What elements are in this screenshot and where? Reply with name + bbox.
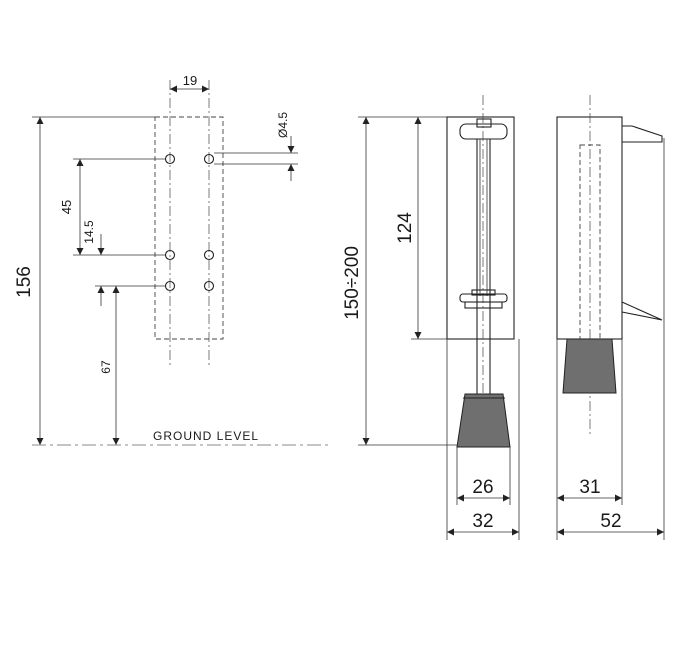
side-body xyxy=(556,116,623,340)
top-spring-arm xyxy=(622,125,663,143)
hole-diameter-label: Ø4.5 xyxy=(276,112,290,138)
hole-offset-label: 14.5 xyxy=(82,220,96,244)
rod-collar-ring xyxy=(471,289,496,296)
mounting-hole xyxy=(203,249,215,261)
foot-width-label: 26 xyxy=(472,477,493,498)
mounting-hole xyxy=(164,280,176,292)
mounting-hole xyxy=(164,153,176,165)
mounting-plate xyxy=(154,116,224,340)
total-height-label: 156 xyxy=(14,266,35,298)
mounting-hole xyxy=(164,249,176,261)
lower-bracket xyxy=(621,301,663,321)
front-width-label: 32 xyxy=(472,511,493,532)
mounting-hole xyxy=(203,153,215,165)
side-width-label: 52 xyxy=(600,511,621,532)
mounting-hole xyxy=(203,280,215,292)
floor-to-hole-label: 67 xyxy=(99,360,113,374)
top-cap-notch xyxy=(476,118,492,128)
side-view: 31 52 xyxy=(556,95,665,540)
adjust-range-label: 150÷200 xyxy=(342,246,363,320)
hole-spacing-label: 45 xyxy=(59,200,74,214)
side-foot-width-label: 31 xyxy=(579,477,600,498)
side-rubber-foot xyxy=(562,338,617,394)
rubber-foot xyxy=(456,393,511,448)
mounting-plate-view: 19 Ø4.5 45 14.5 156 67 GROUND LEVEL xyxy=(14,73,330,446)
body-height-label: 124 xyxy=(395,212,416,244)
ground-level-label: GROUND LEVEL xyxy=(153,429,259,443)
rod-collar-inner xyxy=(464,301,503,309)
plate-width-label: 19 xyxy=(183,73,197,88)
front-body xyxy=(446,116,515,340)
front-view: 150÷200 124 26 32 xyxy=(342,95,520,540)
top-cap xyxy=(459,123,508,140)
